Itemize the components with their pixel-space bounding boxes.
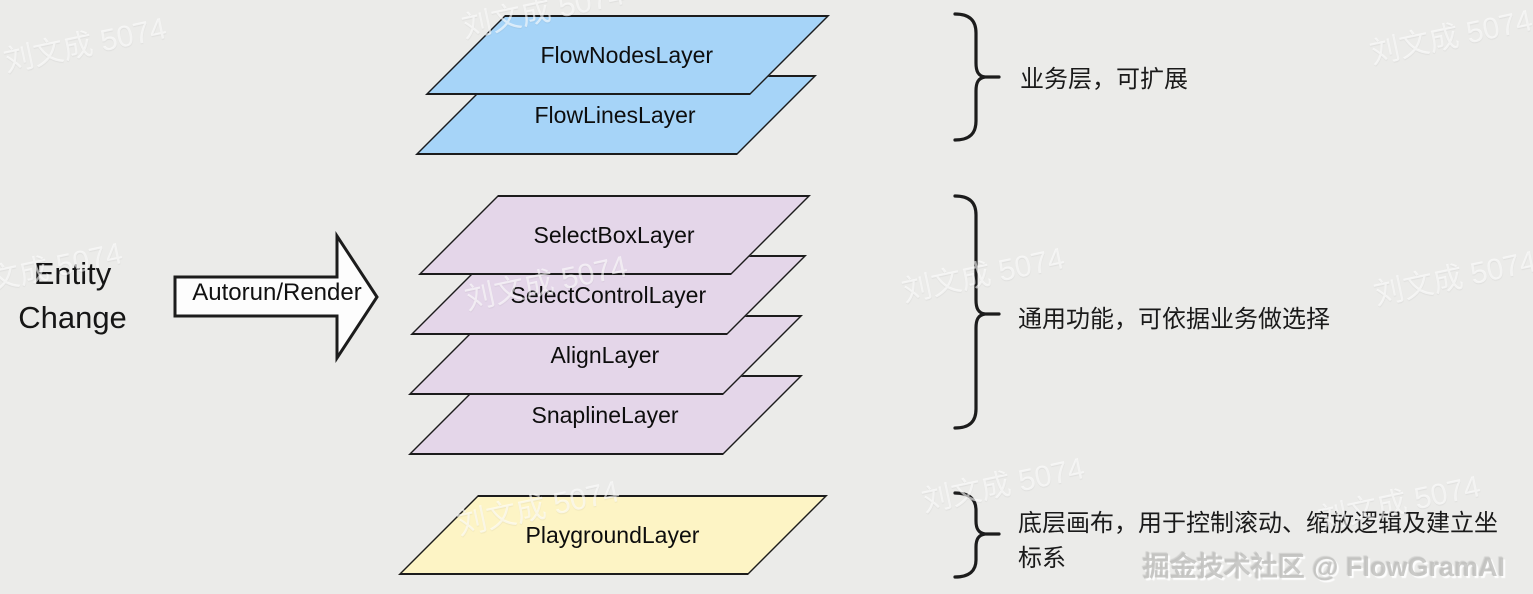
caption-common-layer: 通用功能，可依据业务做选择 xyxy=(1018,306,1330,333)
layer-label: SelectControlLayer xyxy=(510,281,707,308)
caption-business-layer: 业务层，可扩展 xyxy=(1020,66,1188,93)
layer-label: SnaplineLayer xyxy=(531,401,680,428)
watermark-text: 刘文成 5074 xyxy=(1367,4,1533,71)
entity-line2: Change xyxy=(18,300,127,335)
autorun-arrow-label: Autorun/Render xyxy=(192,279,362,306)
watermark-text: 刘文成 5074 xyxy=(1371,245,1533,312)
entity-line1: Entity xyxy=(33,256,112,291)
layer-label: AlignLayer xyxy=(551,341,660,368)
layer-label: SelectBoxLayer xyxy=(533,221,696,248)
watermark-text: 刘文成 5074 xyxy=(1,12,170,79)
caption-canvas-layer: 底层画布，用于控制滚动、缩放逻辑及建立坐标系 xyxy=(1018,510,1498,572)
brace-canvas xyxy=(953,491,1001,579)
layer-label: PlaygroundLayer xyxy=(526,521,700,548)
layer-label: FlowLinesLayer xyxy=(535,101,697,128)
brace-common xyxy=(953,194,1001,430)
layer-playgroundlayer: PlaygroundLayer xyxy=(398,495,828,575)
layer-label: FlowNodesLayer xyxy=(541,41,714,68)
watermark-text: 刘文成 5074 xyxy=(899,242,1068,309)
entity-change-label: Entity Change xyxy=(0,252,150,340)
brace-business xyxy=(953,12,1001,142)
